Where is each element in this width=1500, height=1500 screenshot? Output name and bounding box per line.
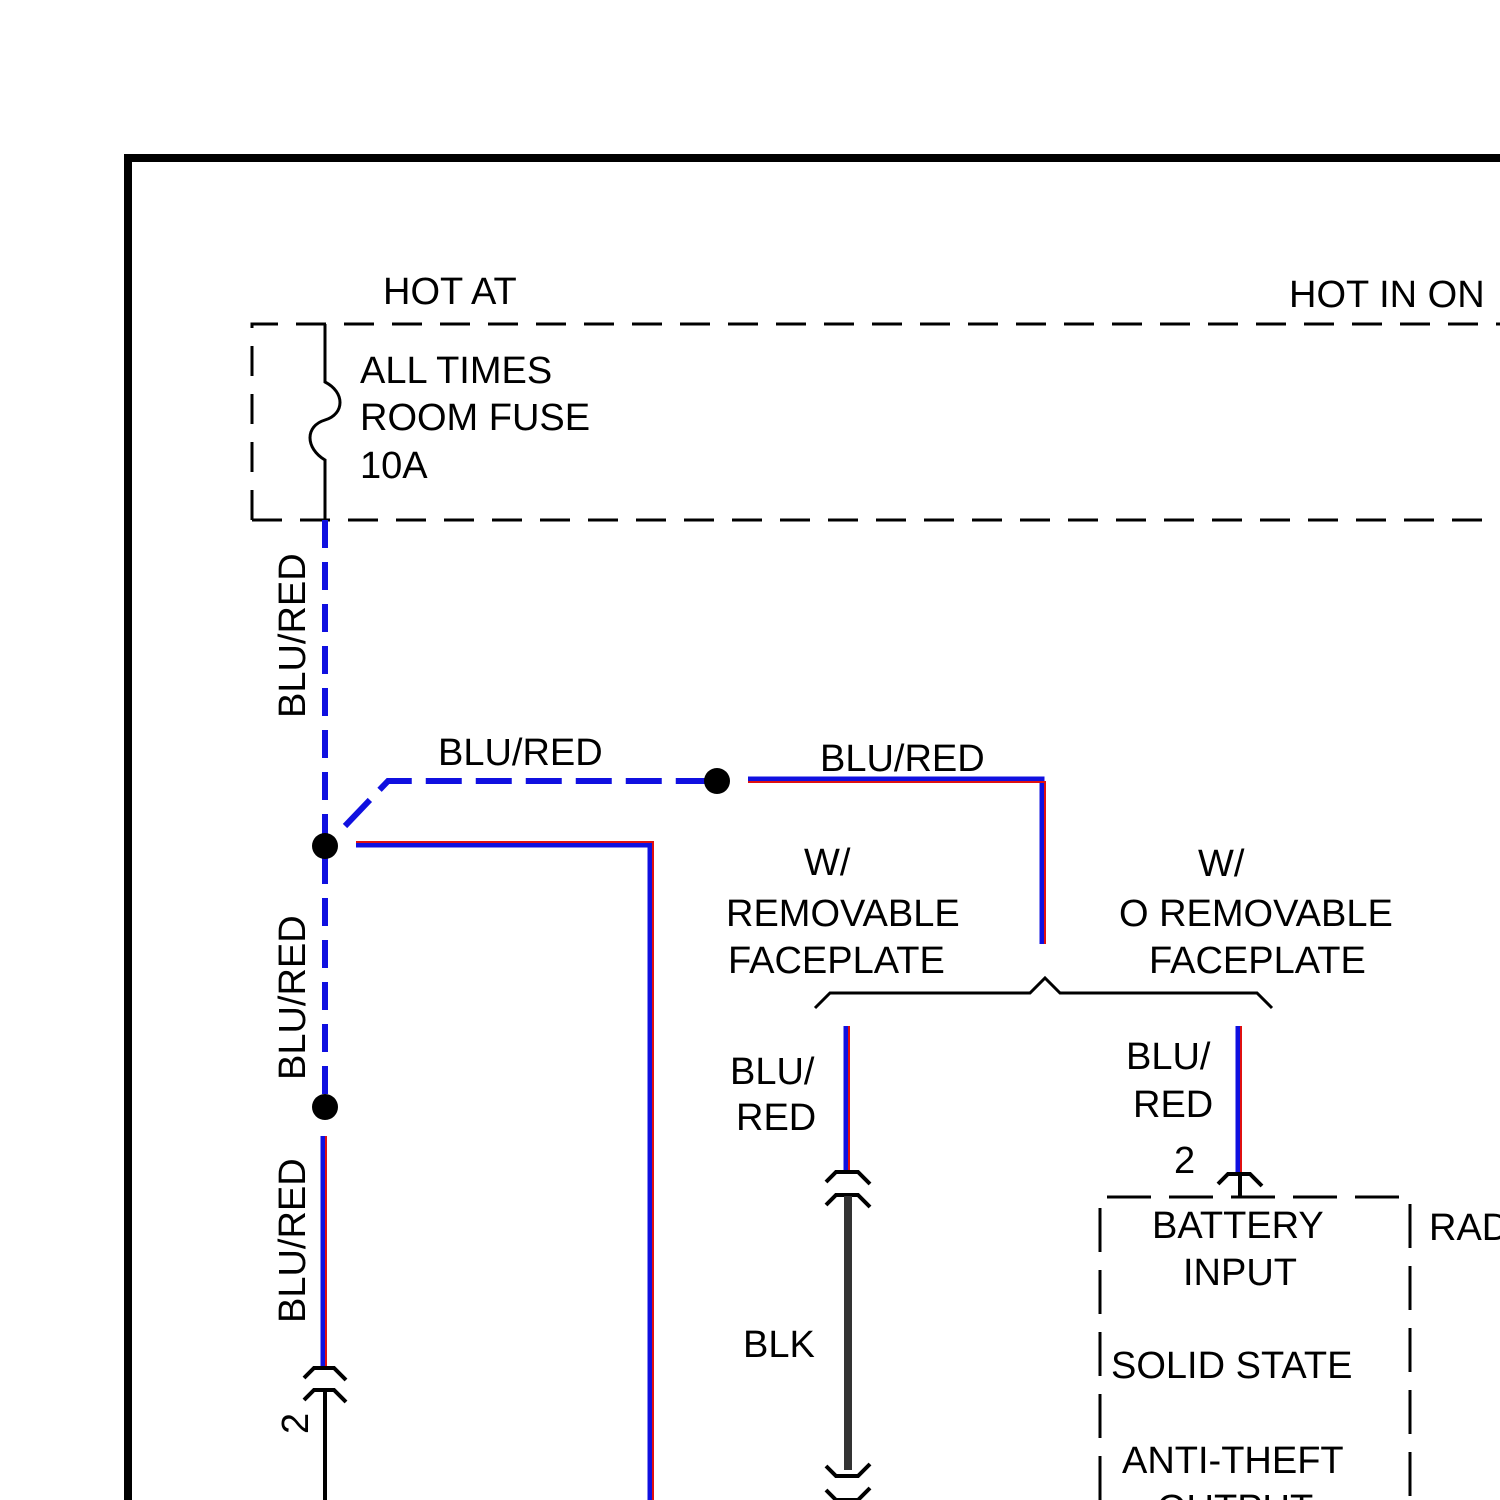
- label-wo-removable-2: O REMOVABLE: [1119, 893, 1393, 935]
- label-wire-removable-1: BLU/: [730, 1051, 815, 1093]
- label-wire-no-removable-2: RED: [1133, 1084, 1213, 1126]
- label-wo-removable-1: W/: [1198, 843, 1245, 885]
- label-wire-removable-2: RED: [736, 1097, 816, 1139]
- fuse-symbol: [310, 324, 340, 520]
- label-wo-removable-3: FACEPLATE: [1149, 940, 1366, 982]
- wire-right-branch-stripe: [356, 842, 653, 1500]
- splice-dot: [704, 768, 730, 794]
- connector-battery-input: [1218, 1174, 1262, 1196]
- label-fuse-rating: 10A: [360, 445, 428, 487]
- label-output: OUTPUT: [1157, 1488, 1313, 1500]
- splice-dot: [312, 833, 338, 859]
- label-hot-in-on: HOT IN ON: [1289, 274, 1485, 316]
- label-hot-at: HOT AT: [383, 271, 517, 313]
- faceplate-brace: [815, 978, 1272, 1008]
- label-solid-state: SOLID STATE: [1111, 1345, 1352, 1387]
- label-all-times: ALL TIMES: [360, 350, 552, 392]
- label-radio-partial: RAD: [1429, 1207, 1500, 1249]
- label-w-removable-1: W/: [804, 842, 851, 884]
- label-wire-blk: BLK: [743, 1324, 815, 1366]
- label-input: INPUT: [1183, 1252, 1297, 1294]
- label-left-pin: 2: [275, 1413, 317, 1434]
- label-w-removable-3: FACEPLATE: [728, 940, 945, 982]
- wire-right-branch: [356, 845, 650, 1500]
- label-wire-no-removable-1: BLU/: [1126, 1036, 1211, 1078]
- label-wire-middle-vertical: BLU/RED: [272, 915, 314, 1080]
- label-wire-upper-vertical: BLU/RED: [272, 553, 314, 718]
- wire-branch-dashed: [345, 781, 717, 826]
- label-wire-lower-vertical: BLU/RED: [272, 1158, 314, 1323]
- diagram-frame: [128, 158, 1500, 1500]
- label-w-removable-2: REMOVABLE: [726, 893, 960, 935]
- label-wire-branch: BLU/RED: [438, 732, 603, 774]
- label-battery-pin: 2: [1174, 1140, 1195, 1182]
- label-battery: BATTERY: [1152, 1205, 1324, 1247]
- label-wire-feed: BLU/RED: [820, 738, 985, 780]
- label-anti-theft: ANTI-THEFT: [1122, 1440, 1344, 1482]
- splice-dot: [312, 1094, 338, 1120]
- label-room-fuse: ROOM FUSE: [360, 397, 590, 439]
